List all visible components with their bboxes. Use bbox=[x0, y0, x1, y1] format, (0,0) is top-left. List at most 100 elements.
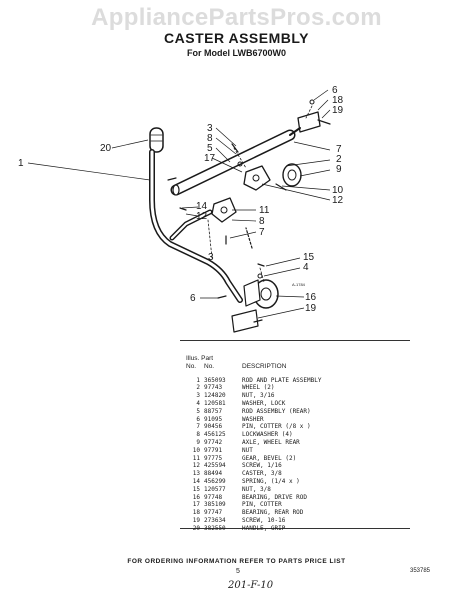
row-illus-no: 3 bbox=[196, 392, 200, 400]
header-description: DESCRIPTION bbox=[242, 362, 287, 370]
callout-17: 17 bbox=[204, 153, 216, 164]
row-part-no: 97775 bbox=[204, 454, 223, 462]
callout-19a: 19 bbox=[332, 105, 344, 116]
row-illus-no: 16 bbox=[192, 493, 200, 501]
row-illus-no: 12 bbox=[192, 462, 200, 470]
row-description: SPRING, (1/4 x ) bbox=[242, 477, 300, 485]
row-illus-no: 14 bbox=[192, 477, 200, 485]
row-illus-no: 15 bbox=[192, 485, 200, 493]
row-illus-no: 4 bbox=[196, 399, 200, 407]
row-description: NUT, 3/8 bbox=[242, 485, 271, 493]
row-part-no: 120581 bbox=[204, 399, 226, 407]
row-part-no: 97743 bbox=[204, 384, 223, 392]
row-illus-no: 1 bbox=[196, 376, 200, 384]
table-header-line1: Illus. Part bbox=[186, 355, 214, 362]
callout-4: 4 bbox=[303, 262, 309, 273]
row-description: GEAR, BEVEL (2) bbox=[242, 454, 297, 462]
table-row: 11 97775 GEAR, BEVEL (2) bbox=[186, 455, 406, 463]
row-part-no: 91095 bbox=[204, 415, 223, 423]
row-illus-no: 17 bbox=[192, 501, 200, 509]
handle-grip-part bbox=[149, 127, 164, 153]
callout-16: 16 bbox=[305, 292, 317, 303]
row-illus-no: 6 bbox=[196, 415, 200, 423]
row-description: ROD ASSEMBLY (REAR) bbox=[242, 407, 311, 415]
table-row: 17 385109 PIN, COTTER bbox=[186, 501, 406, 509]
callout-10: 10 bbox=[332, 185, 344, 196]
row-illus-no: 5 bbox=[196, 407, 200, 415]
callout-8b: 8 bbox=[259, 216, 265, 227]
row-illus-no: 10 bbox=[192, 446, 200, 454]
document-code: 353785 bbox=[410, 568, 431, 574]
callout-9: 9 bbox=[336, 164, 342, 175]
callout-12a: 12 bbox=[332, 195, 344, 206]
row-illus-no: 13 bbox=[192, 470, 200, 478]
row-part-no: 456125 bbox=[204, 431, 226, 439]
caster-assembly-diagram: 1 2 3 4 5 6 7 8 8 9 10 11 12 12 16 14 15… bbox=[18, 85, 344, 333]
row-part-no: 365093 bbox=[204, 376, 226, 384]
callout-6: 6 bbox=[332, 85, 338, 96]
callout-7b: 7 bbox=[259, 227, 265, 238]
callout-11: 11 bbox=[259, 205, 270, 216]
table-row: 5 88757 ROD ASSEMBLY (REAR) bbox=[186, 408, 406, 416]
row-part-no: 385109 bbox=[204, 501, 226, 509]
row-description: AXLE, WHEEL REAR bbox=[242, 438, 300, 446]
callout-7: 7 bbox=[336, 144, 342, 155]
row-illus-no: 2 bbox=[196, 384, 200, 392]
table-row: 9 97742 AXLE, WHEEL REAR bbox=[186, 439, 406, 447]
row-part-no: 97747 bbox=[204, 509, 223, 517]
table-row: 10 97791 NUT bbox=[186, 447, 406, 455]
row-description: NUT, 3/16 bbox=[242, 392, 275, 400]
diagram-code: A-1784 bbox=[292, 282, 306, 287]
row-part-no: 97791 bbox=[204, 446, 223, 454]
callout-19b: 19 bbox=[305, 303, 317, 314]
page-number: 5 bbox=[236, 568, 240, 575]
row-illus-no: 20 bbox=[192, 524, 200, 532]
row-illus-no: 8 bbox=[196, 431, 200, 439]
row-part-no: 97742 bbox=[204, 438, 223, 446]
header-part-no: No. bbox=[204, 362, 215, 370]
callout-15: 15 bbox=[303, 252, 315, 263]
row-part-no: 88757 bbox=[204, 407, 223, 415]
callout-18: 18 bbox=[332, 95, 344, 106]
header-illus-no: No. bbox=[186, 362, 197, 370]
callout-5: 5 bbox=[207, 143, 213, 154]
row-description: PIN, COTTER bbox=[242, 501, 282, 509]
row-part-no: 425594 bbox=[204, 462, 226, 470]
row-description: NUT bbox=[242, 446, 253, 454]
callout-3b: 3 bbox=[208, 252, 214, 263]
callout-14: 14 bbox=[196, 201, 208, 212]
row-description: HANDLE, GRIP bbox=[242, 524, 286, 532]
table-row: 8 456125 LOCKWASHER (4) bbox=[186, 431, 406, 439]
callout-3: 3 bbox=[207, 123, 213, 134]
row-illus-no: 11 bbox=[192, 454, 200, 462]
ordering-note: FOR ORDERING INFORMATION REFER TO PARTS … bbox=[127, 558, 346, 565]
page-title: CASTER ASSEMBLY bbox=[164, 30, 309, 46]
callout-12b: 12 bbox=[196, 211, 208, 222]
row-description: PIN, COTTER (/8 x ) bbox=[242, 423, 311, 431]
callout-2: 2 bbox=[336, 154, 342, 165]
handwritten-note: 201-F-10 bbox=[228, 580, 274, 591]
row-illus-no: 9 bbox=[196, 438, 200, 446]
watermark-text: AppliancePartsPros.com bbox=[91, 4, 382, 31]
table-bottom-rule bbox=[180, 528, 410, 529]
row-description: BEARING, REAR ROD bbox=[242, 509, 304, 517]
row-description: LOCKWASHER (4) bbox=[242, 431, 293, 439]
table-top-rule bbox=[180, 340, 410, 341]
row-part-no: 90456 bbox=[204, 423, 223, 431]
row-description: BEARING, DRIVE ROD bbox=[242, 493, 308, 501]
